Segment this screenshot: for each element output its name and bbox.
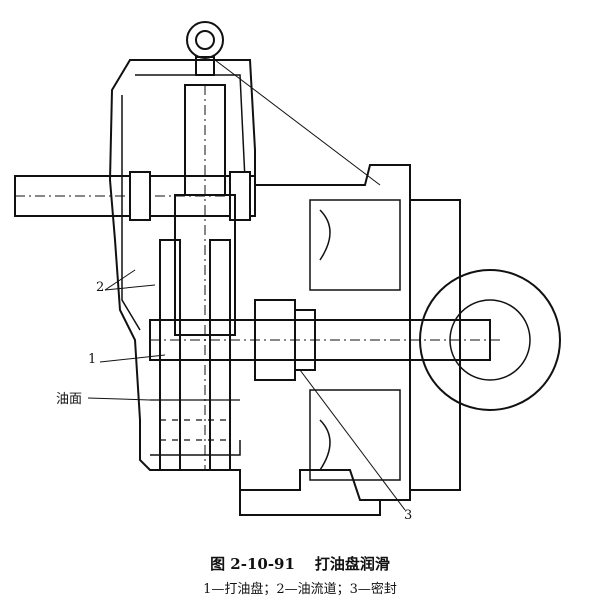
figure-number: 图 2-10-91 [210, 555, 295, 573]
oil-pan-disc [159, 239, 231, 471]
label-oil-level: 油面 [56, 392, 83, 407]
oil-bath [150, 399, 240, 441]
vertical-gear [174, 84, 236, 470]
right-flange [309, 199, 461, 491]
figure-caption: 图 2-10-91 打油盘润滑 [0, 553, 600, 574]
lifting-eye [186, 21, 224, 76]
figure-legend: 1—打油盘；2—油流道；3—密封 [203, 582, 397, 597]
label-seal: 3 [404, 508, 413, 523]
label-oil-pan: 1 [88, 352, 97, 367]
gearbox-housing [108, 59, 411, 516]
output-shaft [149, 299, 500, 381]
saw-blade [419, 269, 561, 411]
leader-lines [87, 59, 406, 511]
gearbox-cross-section-drawing [14, 21, 561, 516]
label-oil-channel: 2 [96, 280, 105, 295]
figure-title: 打油盘润滑 [314, 555, 390, 573]
